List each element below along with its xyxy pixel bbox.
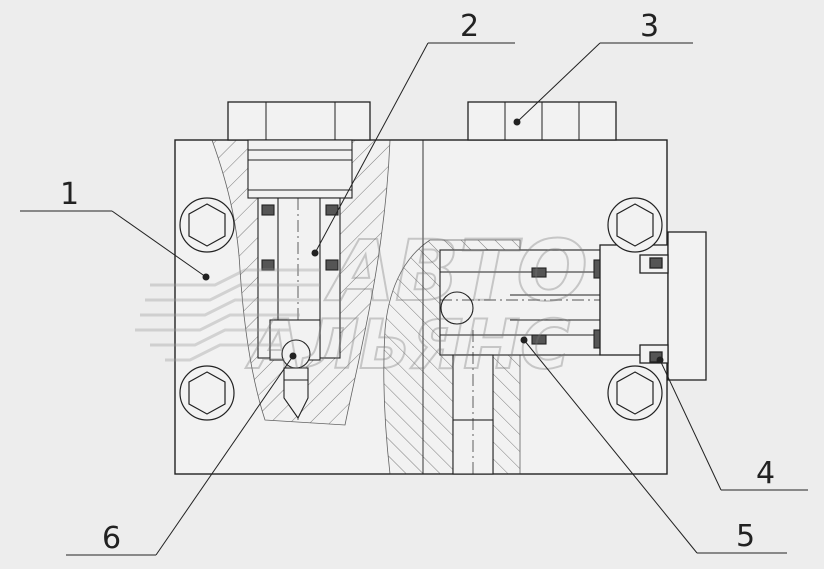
callout-3: 3 xyxy=(513,9,693,126)
watermark-logo-stripes xyxy=(135,268,320,362)
callout-1: 1 xyxy=(20,177,210,281)
left-top-plug xyxy=(227,101,371,141)
right-top-plug xyxy=(467,101,617,141)
right-cap xyxy=(599,231,707,381)
callout-5: 5 xyxy=(520,336,787,554)
bolt-top-right xyxy=(607,197,663,253)
callout-1-number: 1 xyxy=(60,177,79,212)
callout-3-number: 3 xyxy=(640,9,659,44)
callout-6: 6 xyxy=(66,352,297,556)
left-bore xyxy=(247,139,353,420)
callout-5-number: 5 xyxy=(736,519,755,554)
callout-4-number: 4 xyxy=(756,456,775,491)
callout-6-number: 6 xyxy=(102,521,121,556)
bolt-top-left xyxy=(179,197,235,253)
watermark-line1: АВТО xyxy=(324,222,588,320)
callout-4: 4 xyxy=(656,356,808,491)
right-bore xyxy=(439,249,640,475)
bolt-bottom-right xyxy=(607,365,663,421)
callout-2: 2 xyxy=(311,9,515,257)
bolt-bottom-left xyxy=(179,365,235,421)
watermark: АВТО АЛЬЯНС xyxy=(135,221,589,386)
watermark-line2: АЛЬЯНС xyxy=(245,306,570,385)
callout-2-number: 2 xyxy=(460,9,479,44)
